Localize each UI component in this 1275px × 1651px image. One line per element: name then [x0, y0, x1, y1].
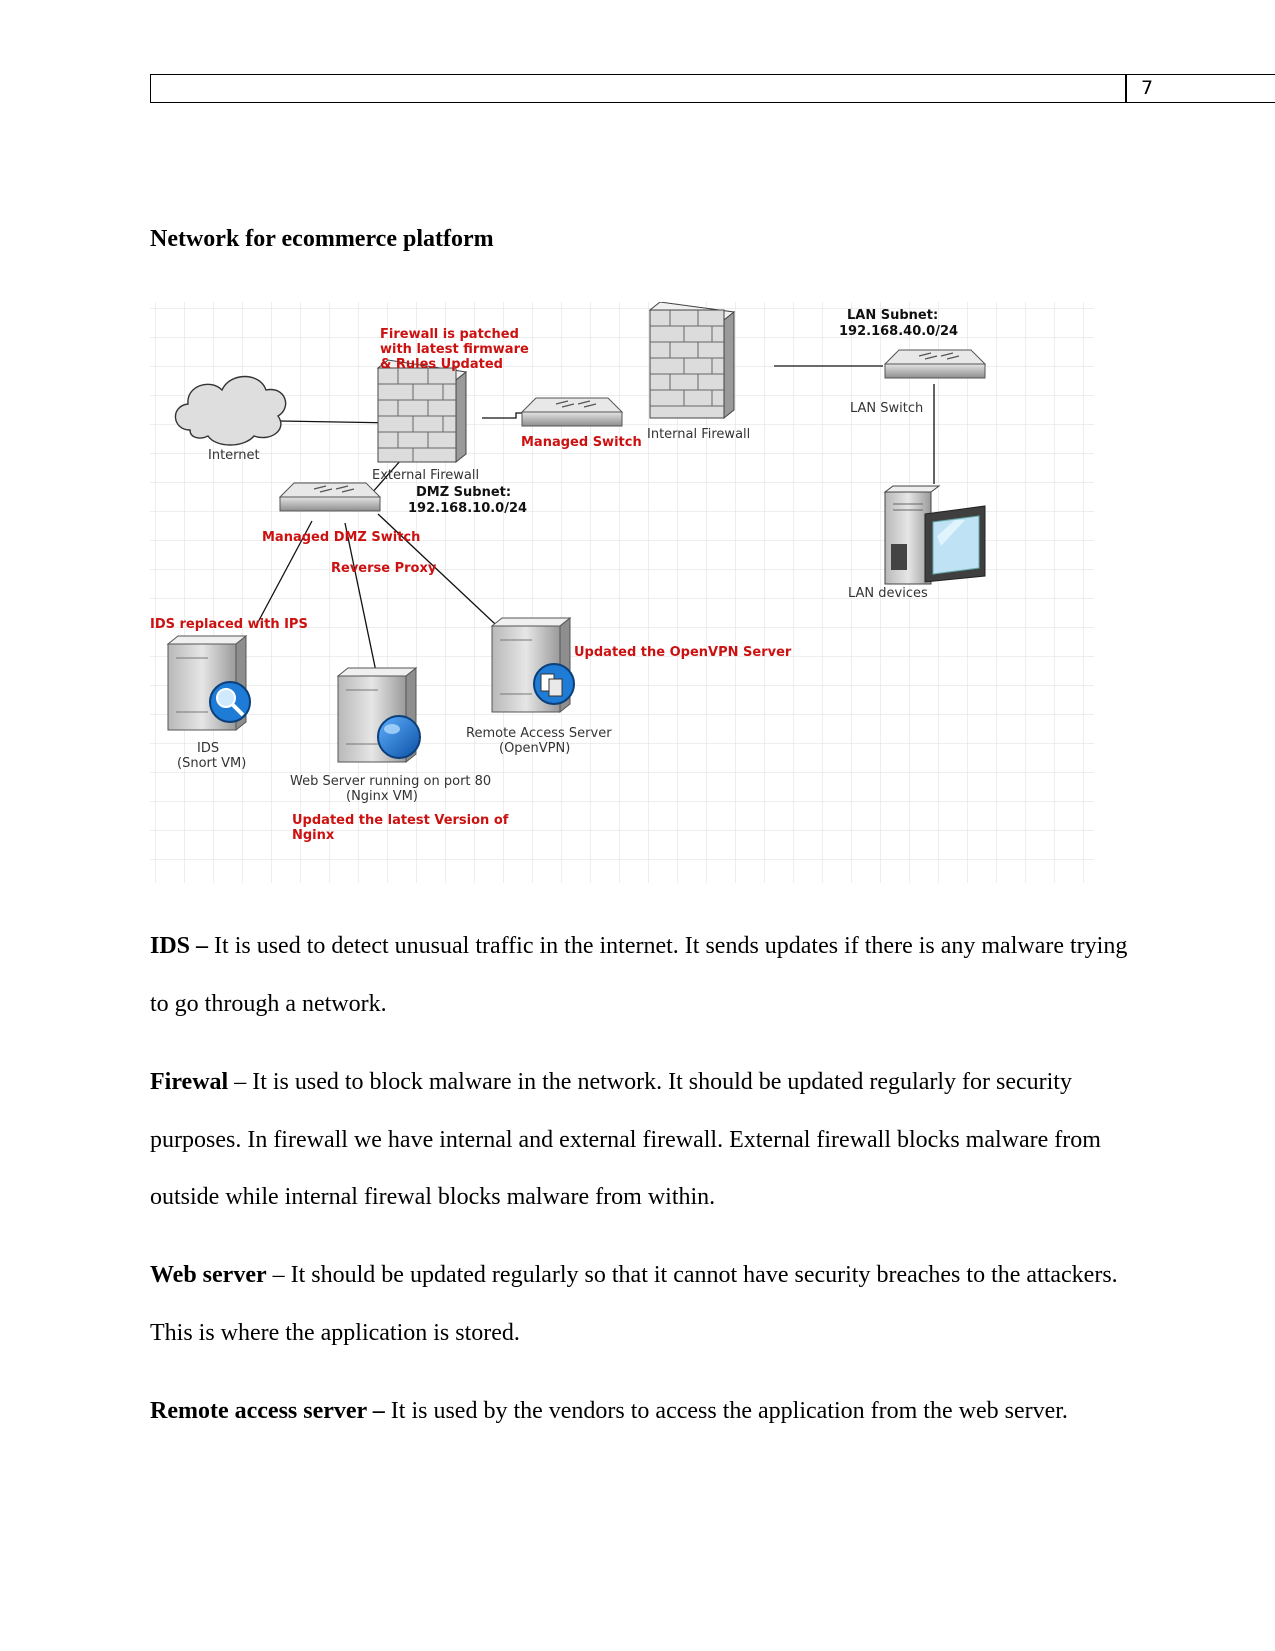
internal-firewall-label: Internal Firewall [647, 427, 750, 442]
paragraph-firewall: Firewal – It is used to block malware in… [150, 1054, 1130, 1227]
remote-access-label-2: (OpenVPN) [499, 741, 570, 756]
remote-access-label-1: Remote Access Server [466, 726, 612, 741]
lan-subnet-value: 192.168.40.0/24 [839, 324, 958, 339]
term-firewall: Firewal [150, 1069, 229, 1095]
text-remote-access: It is used by the vendors to access the … [384, 1398, 1068, 1424]
dmz-subnet-title: DMZ Subnet: [416, 485, 511, 500]
page-number: 7 [1126, 74, 1275, 103]
firewall-patched-note-2: with latest firmware [380, 342, 529, 357]
text-firewall: – It is used to block malware in the net… [150, 1069, 1101, 1210]
ids-replaced-note: IDS replaced with IPS [150, 617, 308, 632]
term-ids: IDS – [150, 933, 209, 959]
nginx-updated-note-2: Nginx [292, 828, 335, 843]
internal-firewall-icon [648, 302, 736, 420]
text-web-server: – It should be updated regularly so that… [150, 1262, 1118, 1346]
documents-icon [533, 663, 575, 705]
text-ids: It is used to detect unusual traffic in … [150, 933, 1128, 1017]
lan-devices-label: LAN devices [848, 586, 928, 601]
globe-icon [377, 715, 421, 759]
firewall-patched-note-1: Firewall is patched [380, 327, 519, 342]
paragraph-ids: IDS – It is used to detect unusual traff… [150, 918, 1130, 1033]
section-title: Network for ecommerce platform [150, 226, 494, 252]
diagram-grid [150, 302, 1094, 883]
web-server-label-2: (Nginx VM) [346, 789, 418, 804]
external-firewall-icon [376, 359, 468, 464]
network-diagram: Internet External Firewall Firewall is p… [150, 302, 1094, 883]
nginx-updated-note-1: Updated the latest Version of [292, 813, 509, 828]
ids-label-1: IDS [197, 741, 219, 756]
lan-switch-label: LAN Switch [850, 401, 923, 416]
paragraph-remote-access: Remote access server – It is used by the… [150, 1383, 1130, 1441]
magnifier-icon [209, 681, 251, 723]
paragraph-web-server: Web server – It should be updated regula… [150, 1247, 1130, 1362]
header-box [150, 74, 1126, 103]
managed-switch-icon [520, 397, 624, 427]
ids-label-2: (Snort VM) [177, 756, 246, 771]
dmz-subnet-value: 192.168.10.0/24 [408, 501, 527, 516]
lan-switch-icon [883, 349, 987, 379]
managed-switch-label: Managed Switch [521, 435, 642, 450]
external-firewall-label: External Firewall [372, 468, 479, 483]
lan-subnet-title: LAN Subnet: [847, 308, 938, 323]
lan-devices-icon [883, 485, 986, 585]
internet-label: Internet [208, 448, 260, 463]
managed-dmz-switch-icon [278, 482, 382, 512]
web-server-label-1: Web Server running on port 80 [290, 774, 491, 789]
reverse-proxy-note: Reverse Proxy [331, 561, 437, 576]
managed-dmz-switch-note: Managed DMZ Switch [262, 530, 420, 545]
openvpn-updated-note: Updated the OpenVPN Server [574, 645, 792, 660]
term-remote-access: Remote access server – [150, 1398, 385, 1424]
cloud-icon [174, 375, 287, 446]
term-web-server: Web server [150, 1262, 267, 1288]
firewall-patched-note-3: & Rules Updated [380, 357, 503, 372]
